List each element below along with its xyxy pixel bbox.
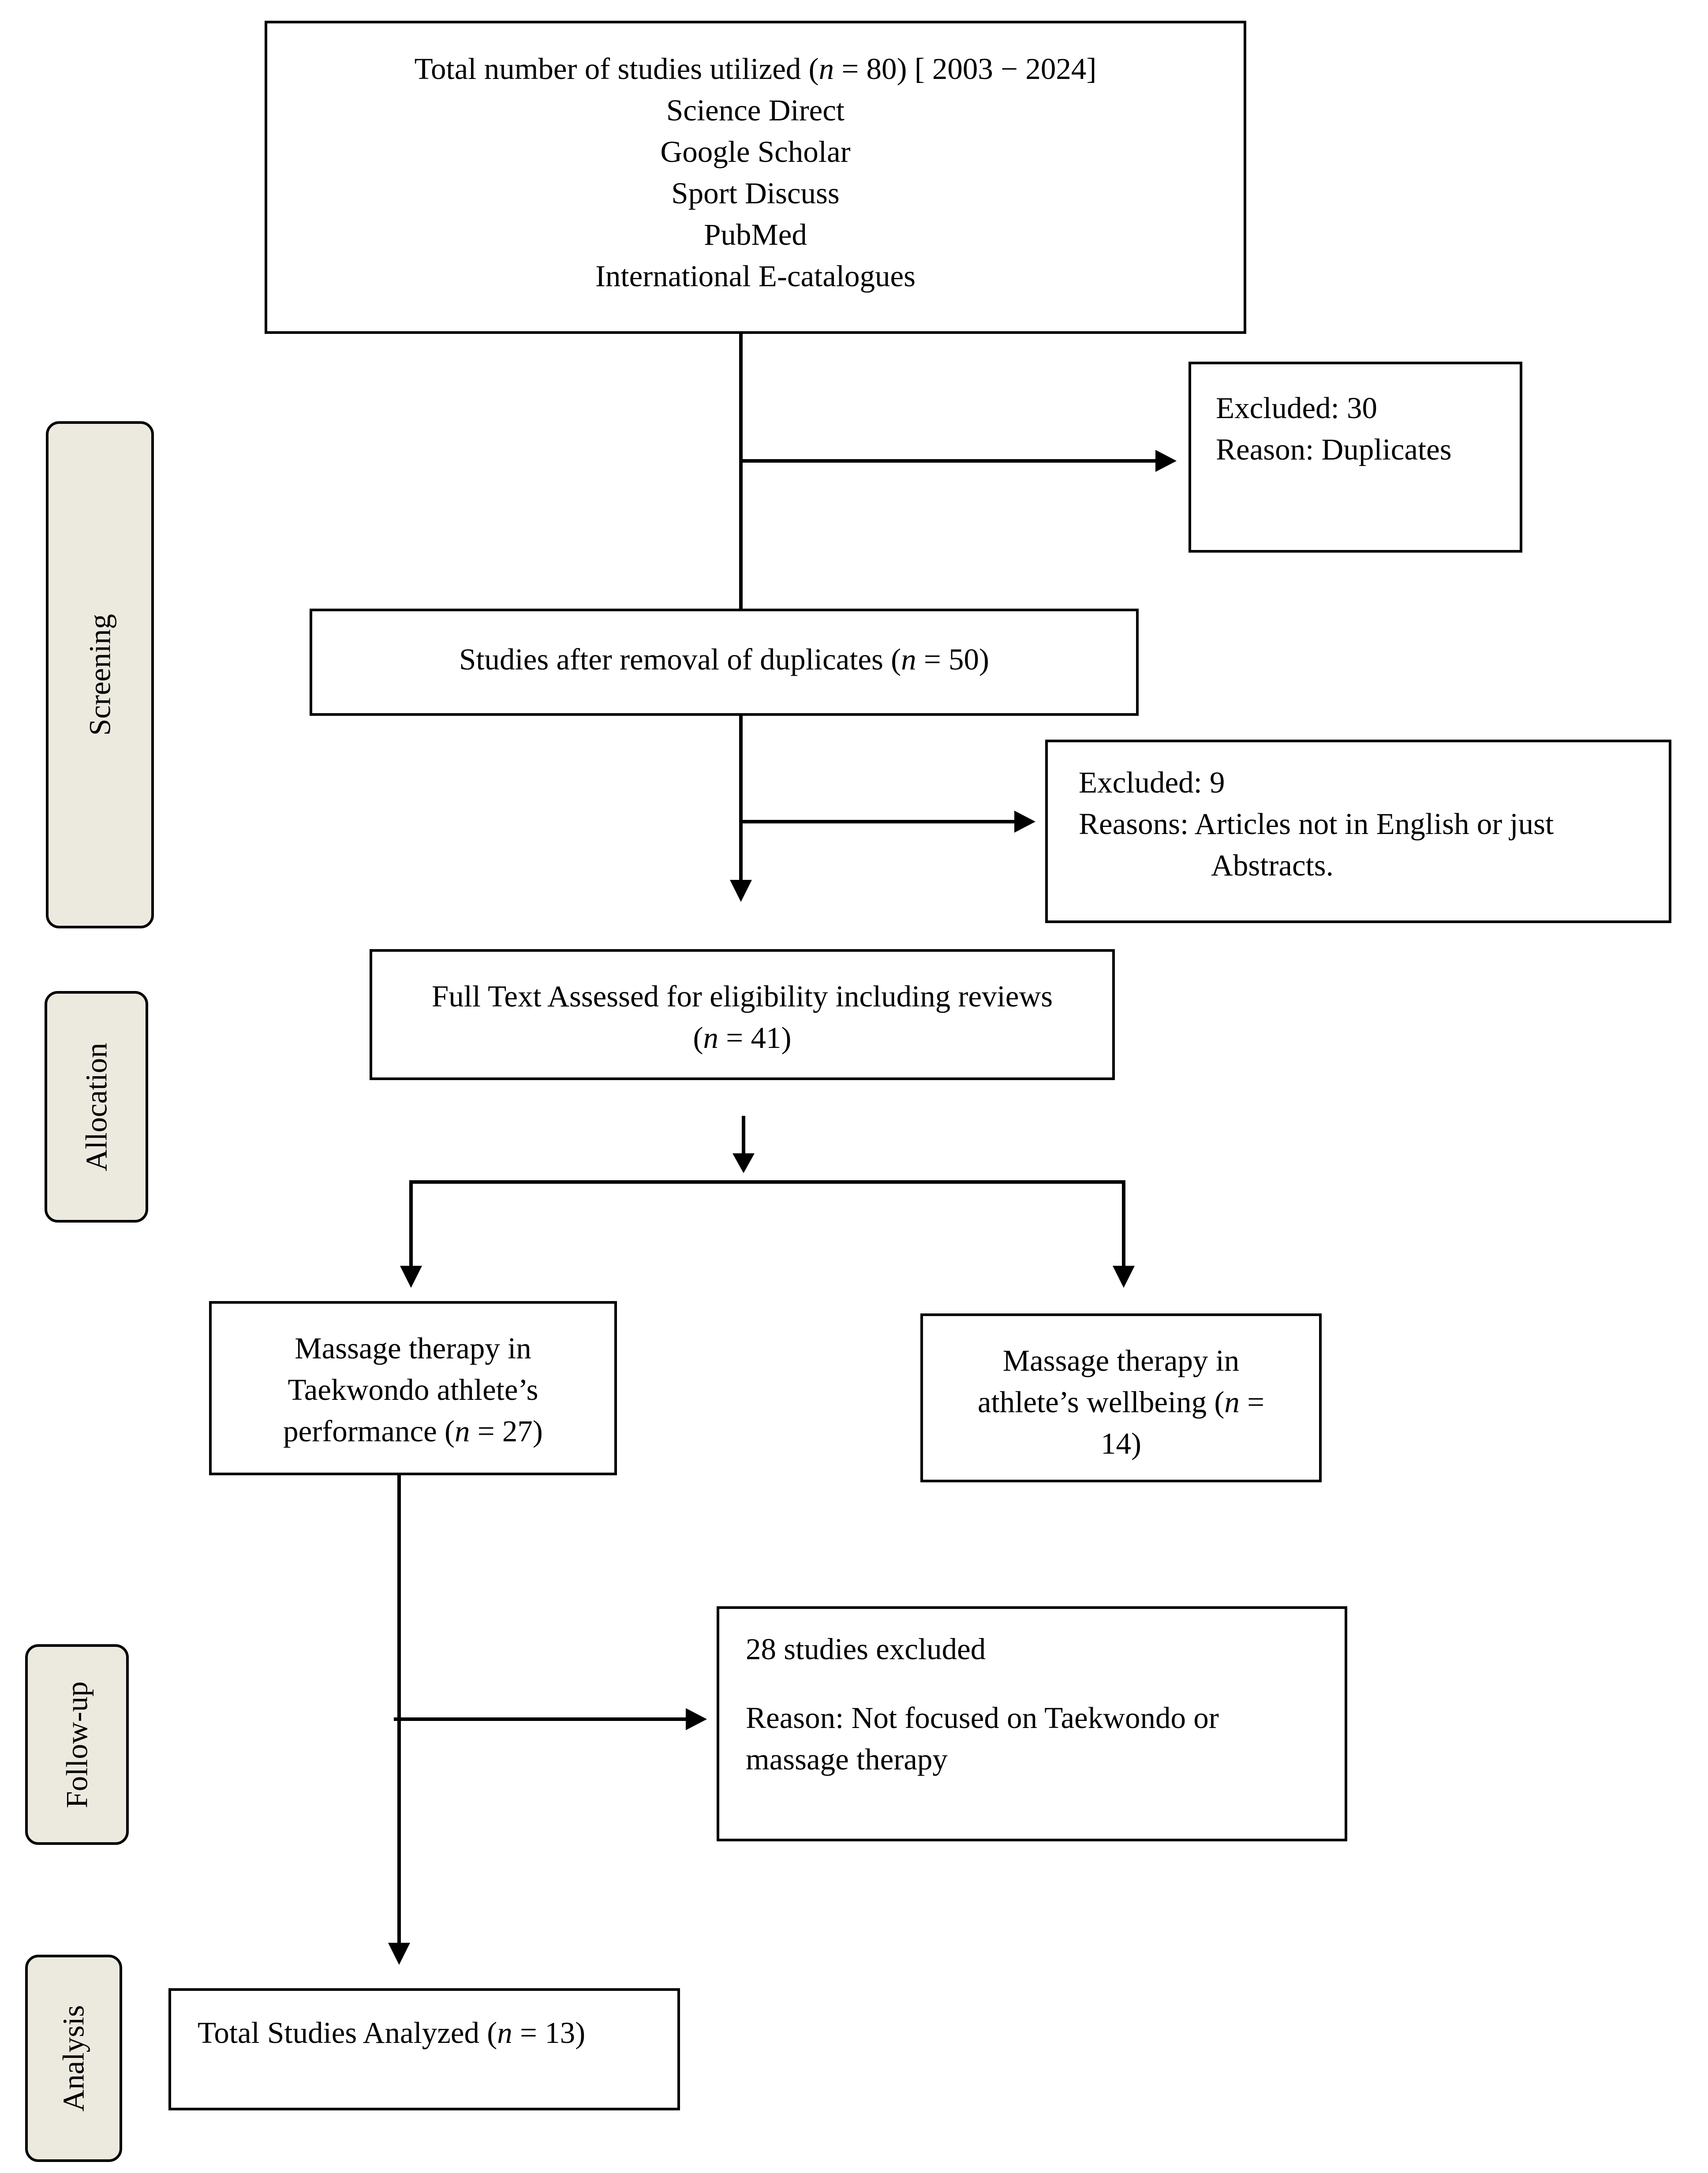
full-text-box: Full Text Assessed for eligibility inclu… — [370, 949, 1115, 1080]
source-item: Sport Discuss — [671, 176, 840, 210]
excluded-count: 28 studies excluded — [746, 1632, 986, 1666]
performance-line: Massage therapy in — [295, 1331, 531, 1365]
excluded-count: Excluded: 30 — [1216, 391, 1377, 425]
excluded-count: Excluded: 9 — [1079, 766, 1225, 799]
after-duplicates-text: Studies after removal of duplicates (n =… — [459, 643, 989, 676]
stage-label-analysis: Analysis — [56, 2005, 90, 2112]
full-text-title: Full Text Assessed for eligibility inclu… — [431, 980, 1053, 1013]
arrowhead-excluded-duplicates — [1155, 450, 1177, 472]
arrowhead-to-analyzed — [388, 1943, 410, 1965]
source-item: PubMed — [704, 218, 807, 251]
after-duplicates-box: Studies after removal of duplicates (n =… — [310, 609, 1139, 716]
excluded-reason: Reasons: Articles not in English or just — [1079, 807, 1554, 841]
performance-box: Massage therapy in Taekwondo athlete’s p… — [209, 1301, 617, 1475]
arrowhead-to-fulltext — [730, 880, 752, 902]
stage-tab-allocation: Allocation — [45, 991, 148, 1223]
full-text-count: (n = 41) — [693, 1021, 792, 1055]
analyzed-box: Total Studies Analyzed (n = 13) — [168, 1988, 680, 2110]
stage-label-follow-up: Follow-up — [60, 1681, 93, 1808]
wellbeing-box: Massage therapy in athlete’s wellbeing (… — [920, 1313, 1322, 1482]
source-item: International E-catalogues — [595, 259, 916, 293]
split-connector — [409, 1180, 1125, 1279]
arrowhead-to-wellbeing — [1113, 1266, 1135, 1288]
excluded-focus-box: 28 studies excluded Reason: Not focused … — [717, 1606, 1347, 1841]
stage-tab-analysis: Analysis — [25, 1955, 122, 2162]
excluded-reason-continued: massage therapy — [746, 1743, 948, 1776]
analyzed-text: Total Studies Analyzed (n = 13) — [198, 2016, 586, 2050]
identification-total: Total number of studies utilized (n = 80… — [414, 52, 1097, 86]
performance-line: Taekwondo athlete’s — [288, 1373, 538, 1406]
excluded-reason-continued: Abstracts. — [1211, 849, 1334, 882]
excluded-reason: Reason: Duplicates — [1216, 433, 1452, 466]
identification-box: Total number of studies utilized (n = 80… — [265, 21, 1246, 334]
stage-label-allocation: Allocation — [79, 1042, 113, 1171]
stage-label-screening: Screening — [83, 614, 116, 736]
source-item: Science Direct — [666, 94, 845, 127]
arrowhead-excluded-language — [1014, 811, 1035, 833]
stage-tab-follow-up: Follow-up — [25, 1644, 129, 1845]
performance-count: performance (n = 27) — [283, 1414, 543, 1448]
excluded-reason: Reason: Not focused on Taekwondo or — [746, 1701, 1219, 1735]
arrowhead-to-performance — [400, 1266, 422, 1288]
arrowhead-excluded-focus — [686, 1708, 707, 1730]
wellbeing-line: 14) — [1101, 1427, 1141, 1460]
source-item: Google Scholar — [660, 135, 851, 168]
excluded-language-box: Excluded: 9 Reasons: Articles not in Eng… — [1045, 740, 1671, 923]
wellbeing-line: Massage therapy in — [1002, 1344, 1240, 1377]
wellbeing-count: athlete’s wellbeing (n = — [977, 1385, 1265, 1419]
arrowhead-fulltext-down — [733, 1153, 755, 1173]
stage-tab-screening: Screening — [46, 421, 154, 928]
excluded-duplicates-box: Excluded: 30 Reason: Duplicates — [1188, 362, 1522, 553]
